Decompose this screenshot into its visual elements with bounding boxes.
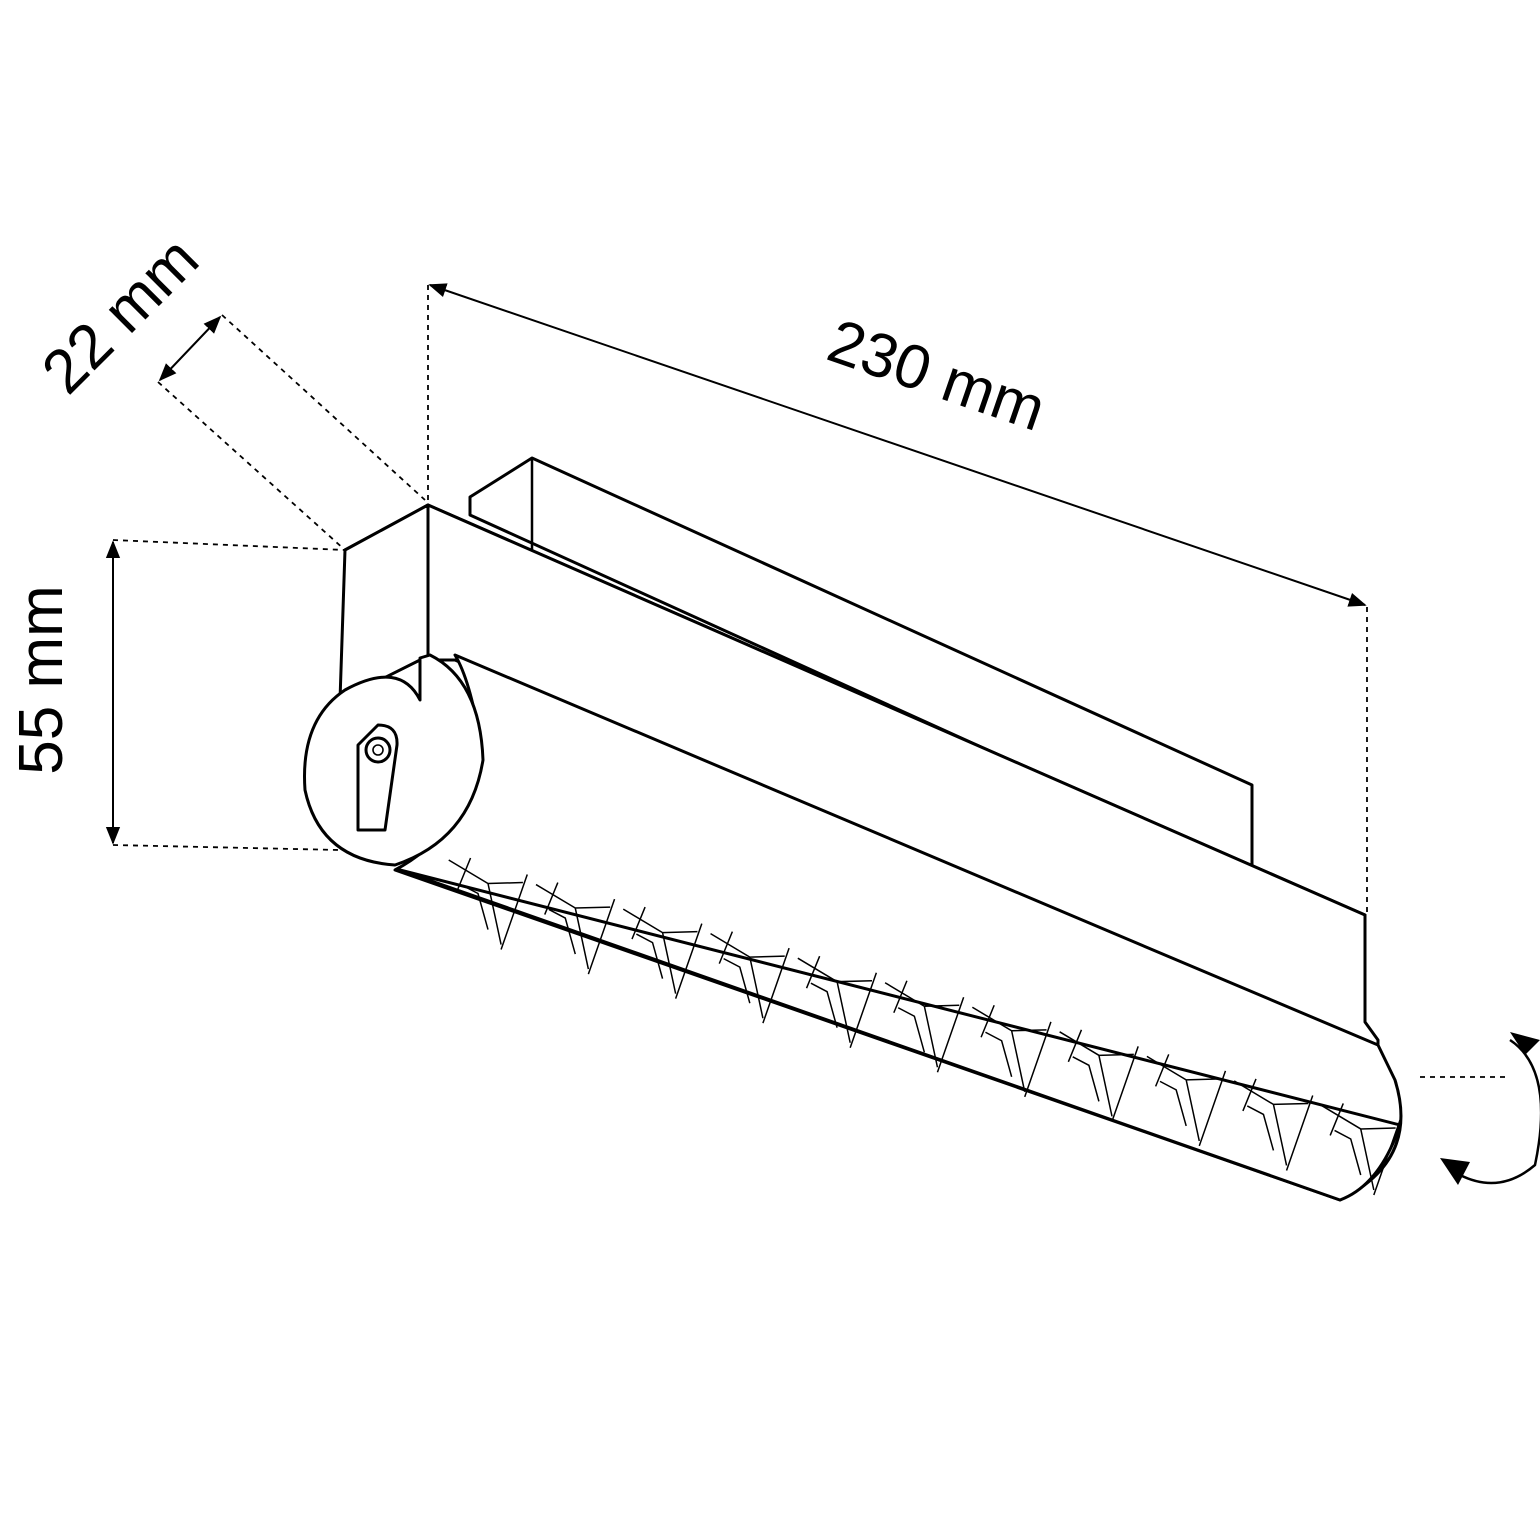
height-extension-bottom xyxy=(112,844,341,851)
dimension-guides xyxy=(105,283,1510,1078)
mounting-rail xyxy=(468,456,1254,872)
rotation-arrow-icon xyxy=(1440,1032,1540,1185)
lens-cell xyxy=(535,882,616,975)
lens-cells xyxy=(448,857,1401,1196)
housing-end xyxy=(338,503,430,702)
lens-cell xyxy=(448,857,528,950)
lens-cell xyxy=(622,906,703,999)
lens-cell xyxy=(1059,1029,1139,1122)
depth-dimension-arrow xyxy=(158,315,222,382)
lens-strip xyxy=(398,868,1402,1202)
depth-label: 22 mm xyxy=(29,224,212,407)
depth-extension-top xyxy=(221,314,426,501)
lens-cell xyxy=(884,980,965,1073)
lens-cell xyxy=(710,931,790,1024)
lens-cell xyxy=(1321,1103,1401,1196)
lens-cell xyxy=(797,955,878,1048)
height-label: 55 mm xyxy=(7,585,76,774)
length-label: 230 mm xyxy=(820,307,1054,445)
lens-cell xyxy=(1233,1078,1314,1171)
luminaire-body xyxy=(303,456,1403,1202)
lens-cell xyxy=(1146,1054,1227,1147)
pivot-screw-icon xyxy=(364,736,392,764)
height-extension-top xyxy=(112,539,346,551)
depth-extension-bottom xyxy=(157,381,346,551)
length-dimension-arrow xyxy=(428,283,1367,607)
lens-cell xyxy=(971,1004,1052,1098)
